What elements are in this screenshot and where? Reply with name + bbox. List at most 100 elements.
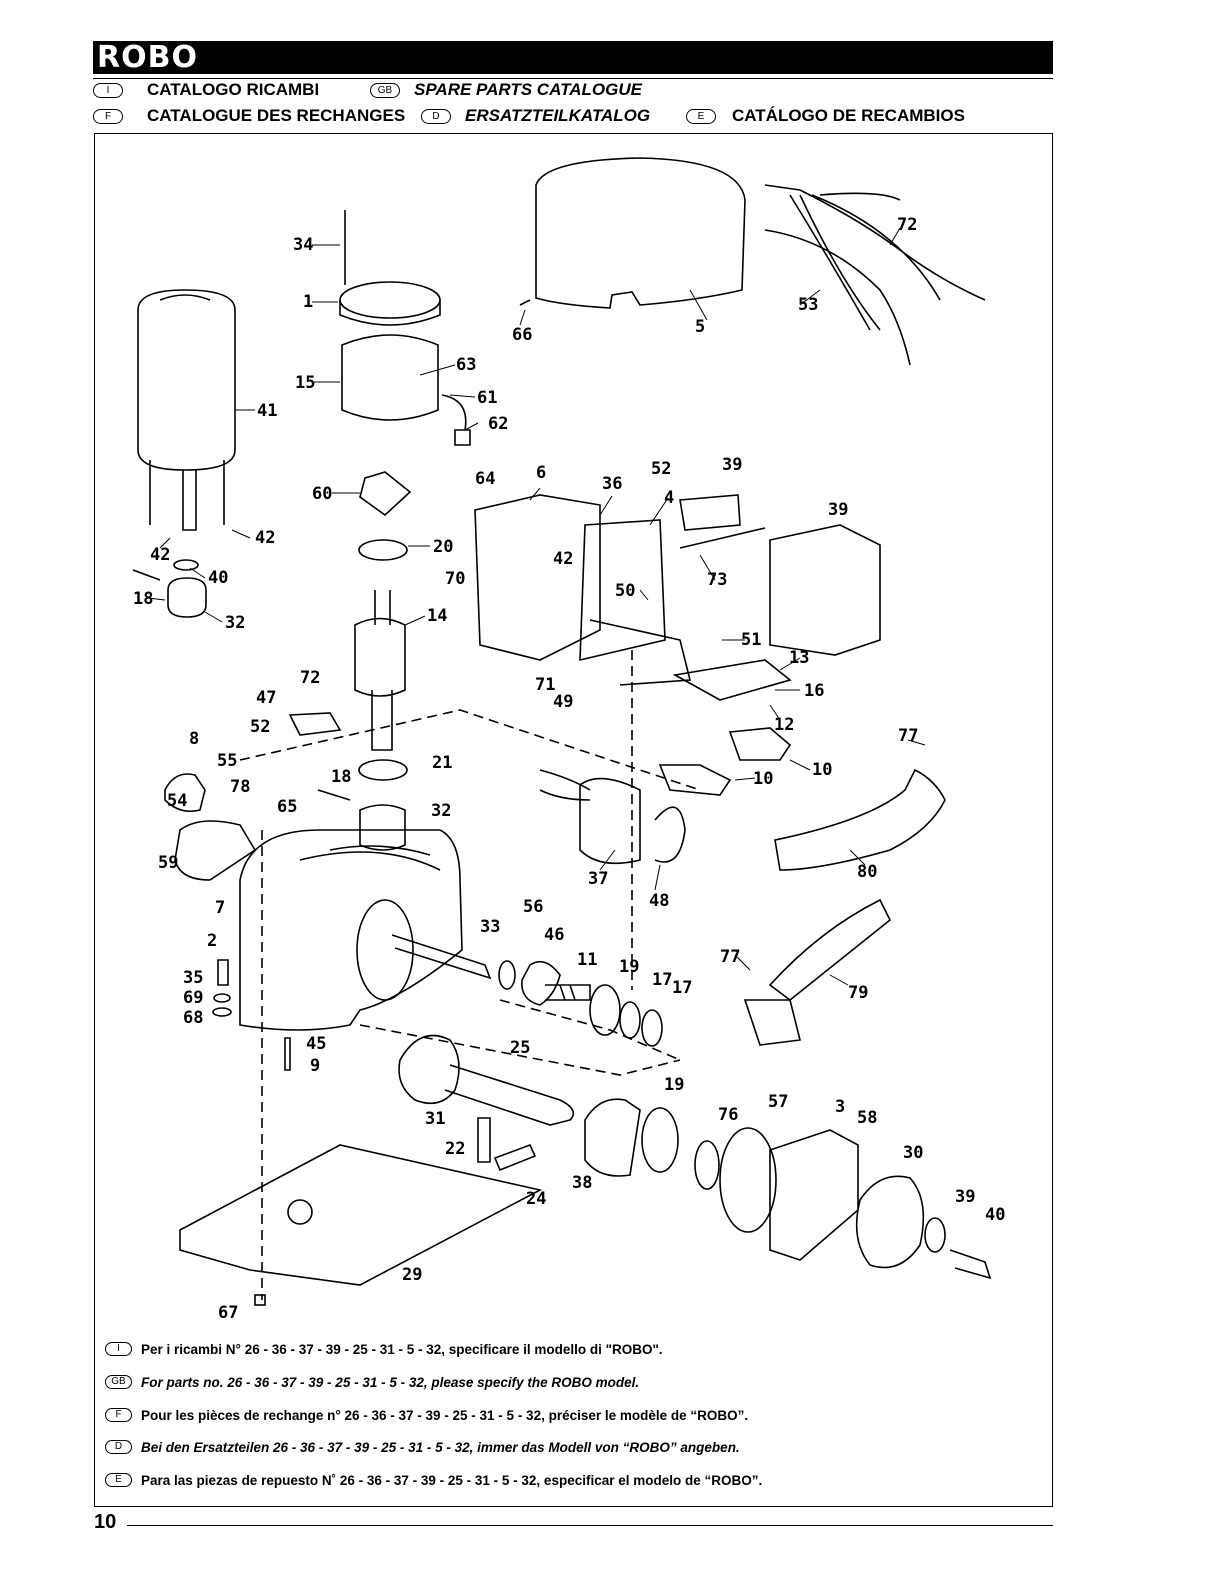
part-label: 42 [553, 549, 573, 569]
note-gb: GB For parts no. 26 - 36 - 37 - 39 - 25 … [105, 1372, 639, 1392]
part-label: 67 [218, 1303, 238, 1323]
motor-part [137, 289, 236, 471]
part-label: 39 [722, 455, 742, 475]
release-lever-part [774, 768, 946, 871]
part-label: 22 [445, 1139, 465, 1159]
lang-badge-de: D [421, 108, 451, 124]
lang-badge-de: D [105, 1440, 132, 1454]
part-label: 18 [331, 767, 351, 787]
catalogue-title-es: E CATÁLOGO DE RECAMBIOS [686, 104, 965, 128]
lang-badge-gb: GB [105, 1375, 132, 1389]
control-box-part [474, 494, 601, 661]
transformer-part [769, 524, 881, 656]
housing-part [239, 829, 463, 1031]
part-label: 40 [208, 568, 228, 588]
part-label: 49 [553, 692, 573, 712]
part-label: 48 [649, 891, 669, 911]
part-label: 11 [577, 950, 597, 970]
part-label: 24 [526, 1189, 546, 1209]
part-label: 7 [215, 898, 225, 918]
diagram-frame [94, 133, 1053, 1507]
stator-part [341, 334, 439, 421]
wire-harness-part [764, 184, 986, 366]
part-label: 25 [510, 1038, 530, 1058]
note-fr: F Pour les pièces de rechange n° 26 - 36… [105, 1405, 748, 1425]
part-label: 20 [433, 537, 453, 557]
part-label: 72 [300, 668, 320, 688]
part-label: 37 [588, 869, 608, 889]
note-text: Bei den Ersatzteilen 26 - 36 - 37 - 39 -… [141, 1439, 740, 1455]
note-text: Para las piezas de repuesto N˚ 26 - 36 -… [141, 1472, 763, 1488]
part-label: 53 [798, 295, 818, 315]
part-label: 12 [774, 715, 794, 735]
part-label: 15 [295, 373, 315, 393]
part-label: 52 [651, 459, 671, 479]
part-label: 6 [536, 463, 546, 483]
part-label: 5 [695, 317, 705, 337]
part-label: 78 [230, 777, 250, 797]
part-label: 47 [256, 688, 276, 708]
part-label: 59 [158, 853, 178, 873]
part-label: 58 [857, 1108, 877, 1128]
catalogue-title-text: CATÁLOGO DE RECAMBIOS [732, 106, 965, 125]
pinion-part [855, 1175, 925, 1269]
part-label: 57 [768, 1092, 788, 1112]
catalogue-title-text: CATALOGO RICAMBI [147, 80, 320, 99]
part-label: 32 [431, 801, 451, 821]
part-label: 38 [572, 1173, 592, 1193]
note-de: D Bei den Ersatzteilen 26 - 36 - 37 - 39… [105, 1437, 740, 1457]
part-label: 19 [664, 1075, 684, 1095]
base-plate-part [179, 1144, 543, 1286]
catalogue-title-gb: GB SPARE PARTS CATALOGUE [370, 78, 642, 102]
catalogue-title-text: SPARE PARTS CATALOGUE [414, 80, 642, 99]
part-label: 1 [303, 292, 313, 312]
part-label: 60 [312, 484, 332, 504]
part-label: 42 [150, 545, 170, 565]
lang-badge-gb: GB [370, 82, 400, 98]
lang-badge-es: E [105, 1473, 132, 1487]
part-label: 73 [707, 570, 727, 590]
part-label: 77 [898, 726, 918, 746]
part-label: 13 [789, 648, 809, 668]
part-label: 18 [133, 589, 153, 609]
part-label: 3 [835, 1097, 845, 1117]
part-label: 54 [167, 791, 187, 811]
part-label: 77 [720, 947, 740, 967]
cap-part [339, 281, 441, 319]
header-rule [93, 78, 1053, 79]
note-text: Pour les pièces de rechange n° 26 - 36 -… [141, 1407, 749, 1423]
page-number: 10 [94, 1511, 117, 1533]
part-label: 56 [523, 897, 543, 917]
part-label: 16 [804, 681, 824, 701]
part-label: 40 [985, 1205, 1005, 1225]
part-label: 19 [619, 957, 639, 977]
part-label: 76 [718, 1105, 738, 1125]
lang-badge-it: I [105, 1342, 132, 1356]
part-label: 39 [828, 500, 848, 520]
part-label: 63 [456, 355, 476, 375]
footer-rule [127, 1525, 1053, 1526]
part-label: 39 [955, 1187, 975, 1207]
part-label: 29 [402, 1265, 422, 1285]
part-label: 64 [475, 469, 495, 489]
part-label: 66 [512, 325, 532, 345]
part-label: 80 [857, 862, 877, 882]
part-label: 10 [753, 769, 773, 789]
part-label: 55 [217, 751, 237, 771]
catalogue-title-text: CATALOGUE DES RECHANGES [147, 106, 406, 125]
part-label: 52 [250, 717, 270, 737]
lang-badge-fr: F [93, 108, 123, 124]
part-label: 10 [812, 760, 832, 780]
part-label: 14 [427, 606, 447, 626]
part-label: 46 [544, 925, 564, 945]
cover-part [535, 157, 746, 309]
part-label: 50 [615, 581, 635, 601]
part-label: 79 [848, 983, 868, 1003]
part-label: 30 [903, 1143, 923, 1163]
part-label: 68 [183, 1008, 203, 1028]
lang-badge-es: E [686, 108, 716, 124]
note-it: I Per i ricambi N° 26 - 36 - 37 - 39 - 2… [105, 1339, 663, 1359]
part-label: 8 [189, 729, 199, 749]
catalogue-title-de: D ERSATZTEILKATALOG [421, 104, 650, 128]
